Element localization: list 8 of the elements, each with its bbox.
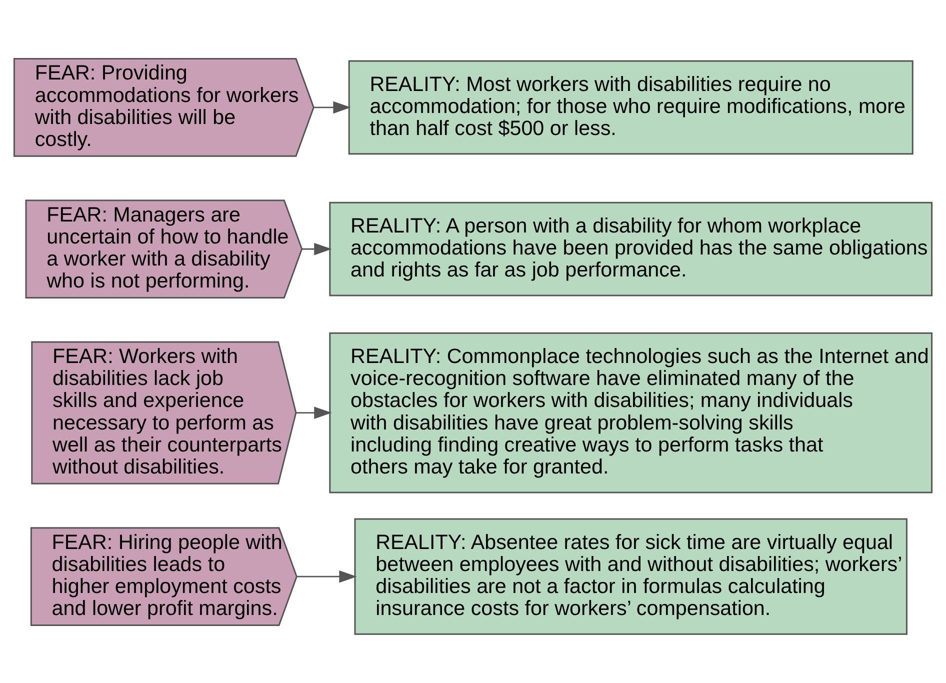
arrow (297, 570, 357, 582)
node-box: REALITY: Absentee rates for sick time are virtually equal between employees with and without disabilities; workers’ disabilities are not a factor in formulas calculating insurance costs for workers’ compensation. (354, 518, 908, 634)
node-box: REALITY: Most workers with disabilities require no accommodation; for those who require modifications, more than half cost $500 or less. (348, 60, 914, 154)
node-box: REALITY: A person with a disability for whom workplace accommodations have been provided has the same obligations and rights as far as job performance. (329, 201, 933, 296)
arrow (314, 100, 351, 114)
arrow (302, 242, 332, 255)
node-box: REALITY: Commonplace technologies such as the Internet and voice-recognition software have eliminated many of the obstacles for workers with disabilities; many individuals with disabilities have great problem-solving skills including finding creative ways to perform tasks that others may take for granted. (329, 332, 933, 493)
arrow (296, 406, 332, 419)
